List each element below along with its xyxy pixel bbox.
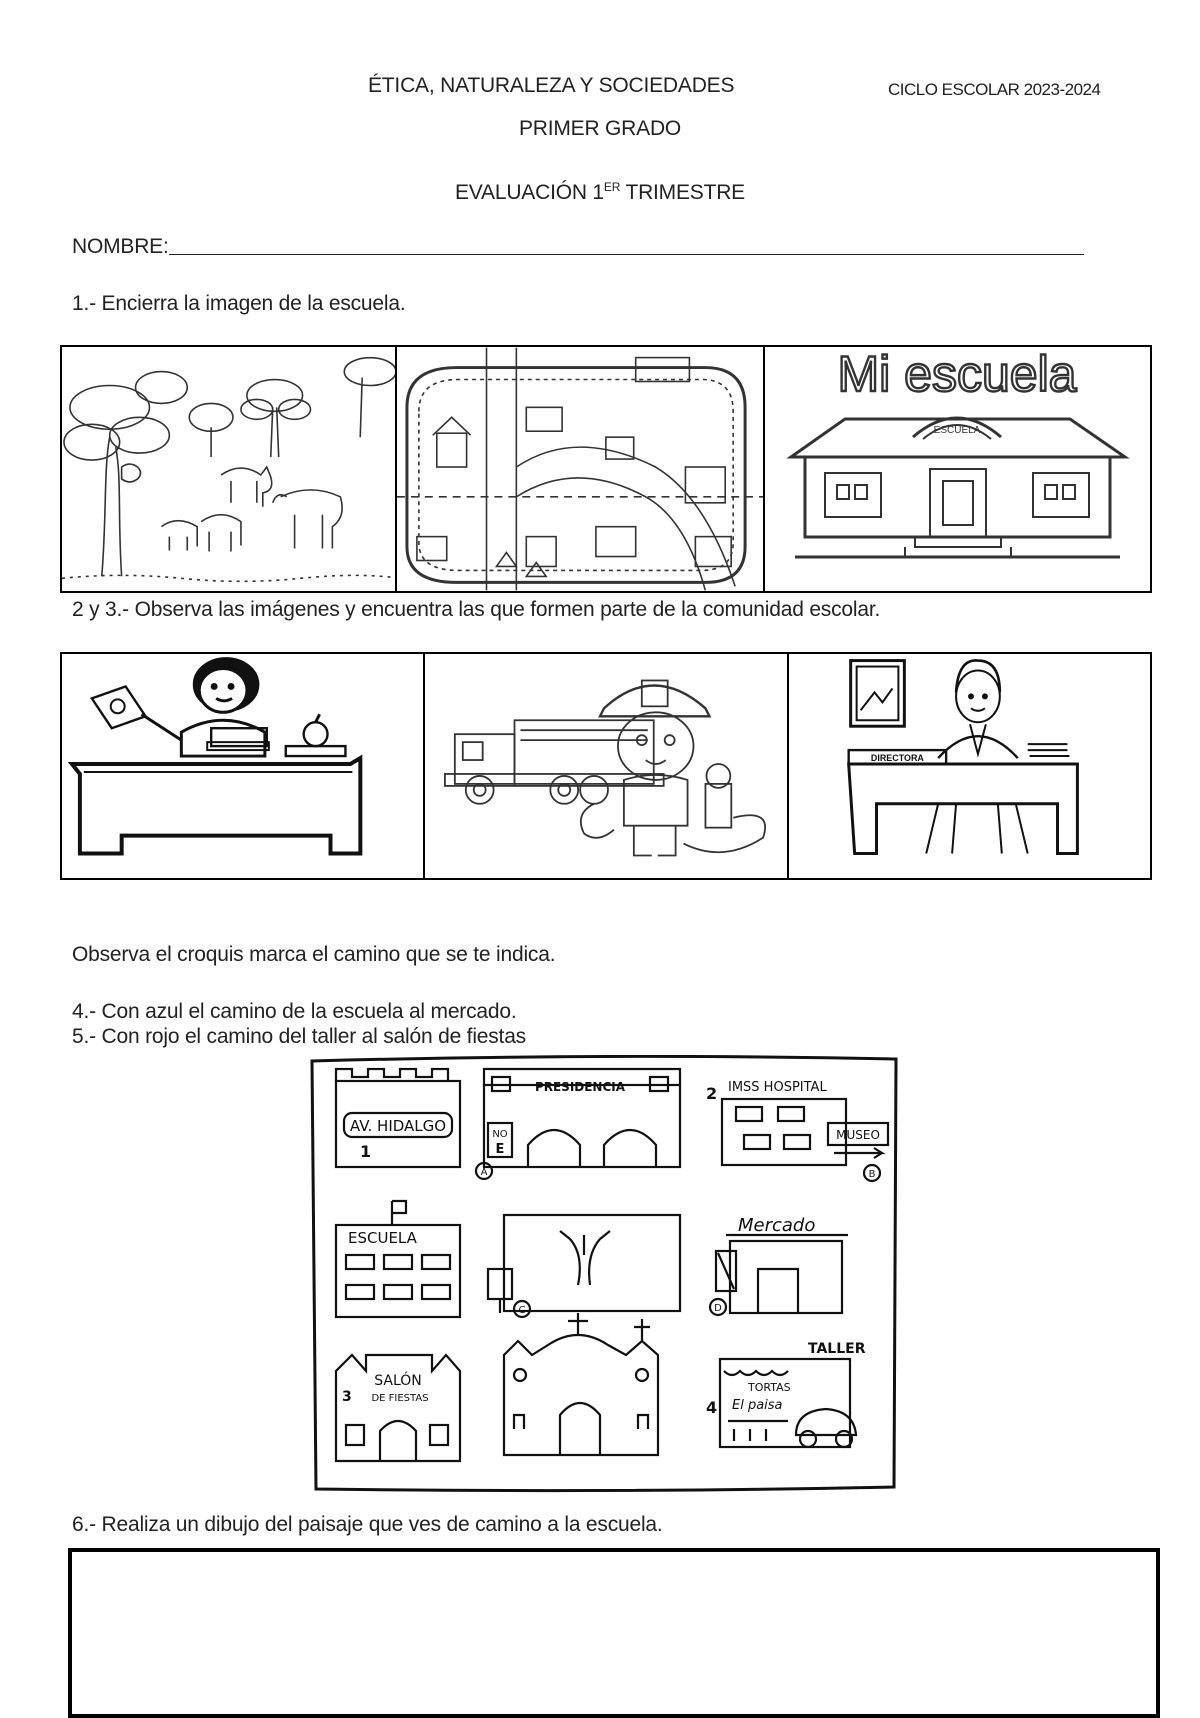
evaluation-prefix: EVALUACIÓN 1 bbox=[454, 181, 604, 204]
teacher-image[interactable] bbox=[62, 654, 425, 878]
taller-tortas-building: TALLER TORTAS El paisa 4 bbox=[706, 1341, 866, 1449]
mercado-building: Mercado D bbox=[708, 1215, 848, 1317]
school-building-icon: Mi escuela ESCUELA bbox=[786, 347, 1130, 559]
taller-label: TALLER bbox=[808, 1341, 866, 1357]
directora-sign: DIRECTORA bbox=[871, 753, 925, 763]
av-hidalgo-building: AV. HIDALGO 1 bbox=[334, 1067, 462, 1169]
question-5-prompt: 5.- Con rojo el camino del taller al sal… bbox=[72, 1025, 526, 1048]
question-1-image-row: Mi escuela ESCUELA bbox=[60, 345, 1152, 593]
evaluation-suffix: TRIMESTRE bbox=[620, 181, 745, 204]
town-map-drawing: AV. HIDALGO 1 PRESIDENCIA NO E A 2 IMSS … bbox=[310, 1055, 898, 1493]
name-label: NOMBRE: bbox=[72, 235, 169, 258]
museo-label: MUSEO bbox=[836, 1128, 880, 1142]
countryside-farm-icon bbox=[62, 356, 395, 583]
marker-2: 2 bbox=[706, 1084, 717, 1103]
salon-de-fiestas-building: SALÓN DE FIESTAS 3 bbox=[334, 1353, 462, 1463]
marker-1: 1 bbox=[360, 1142, 371, 1161]
hospital-building: 2 IMSS HOSPITAL MUSEO B bbox=[706, 1080, 890, 1183]
school-image[interactable]: Mi escuela ESCUELA bbox=[765, 347, 1150, 591]
question-2-3-prompt: 2 y 3.- Observa las imágenes y encuentra… bbox=[72, 598, 881, 621]
city-map-image[interactable] bbox=[397, 347, 765, 591]
grade-title: PRIMER GRADO bbox=[518, 117, 682, 140]
principal-at-desk-icon: DIRECTORA bbox=[847, 659, 1079, 856]
subject-title: ÉTICA, NATURALEZA Y SOCIEDADES bbox=[368, 74, 735, 97]
school-cycle: CICLO ESCOLAR 2023-2024 bbox=[888, 80, 1101, 99]
tortas-label-line1: TORTAS bbox=[747, 1381, 791, 1394]
principal-image[interactable]: DIRECTORA bbox=[789, 654, 1150, 878]
name-input-line[interactable] bbox=[168, 234, 1084, 255]
name-row: NOMBRE: bbox=[72, 234, 1084, 259]
marker-4: 4 bbox=[706, 1398, 717, 1417]
drawing-area[interactable] bbox=[68, 1548, 1160, 1718]
town-sketch-map[interactable]: AV. HIDALGO 1 PRESIDENCIA NO E A 2 IMSS … bbox=[308, 1055, 900, 1495]
question-1-prompt: 1.- Encierra la imagen de la escuela. bbox=[72, 292, 406, 315]
mercado-label: Mercado bbox=[738, 1215, 815, 1236]
marker-b: B bbox=[869, 1169, 876, 1180]
school-image-title: Mi escuela bbox=[838, 347, 1077, 402]
no-sign-text: NO bbox=[492, 1129, 507, 1140]
question-6-prompt: 6.- Realiza un dibujo del paisaje que ve… bbox=[72, 1513, 663, 1536]
hospital-label: IMSS HOSPITAL bbox=[728, 1080, 827, 1095]
no-sign-letter: E bbox=[496, 1142, 505, 1157]
salon-label-line1: SALÓN bbox=[374, 1371, 422, 1389]
park-area: C bbox=[486, 1213, 682, 1319]
evaluation-superscript: ER bbox=[603, 180, 621, 194]
tortas-label-line2: El paisa bbox=[732, 1398, 783, 1413]
church-building bbox=[502, 1313, 660, 1457]
marker-a: A bbox=[481, 1167, 488, 1178]
firefighter-image[interactable] bbox=[425, 654, 789, 878]
escuela-building: ESCUELA bbox=[334, 1199, 462, 1319]
escuela-label: ESCUELA bbox=[348, 1229, 418, 1247]
school-sign-text: ESCUELA bbox=[934, 425, 981, 436]
countryside-image[interactable] bbox=[62, 347, 397, 591]
map-intro: Observa el croquis marca el camino que s… bbox=[72, 943, 556, 966]
teacher-at-desk-icon bbox=[67, 657, 363, 856]
presidencia-label: PRESIDENCIA bbox=[535, 1080, 626, 1094]
presidencia-building: PRESIDENCIA NO E A bbox=[474, 1067, 682, 1181]
marker-3: 3 bbox=[342, 1389, 352, 1405]
marker-d: D bbox=[714, 1303, 722, 1314]
evaluation-title: EVALUACIÓN 1ER TRIMESTRE bbox=[0, 175, 1200, 205]
firefighter-truck-icon bbox=[443, 679, 766, 857]
question-2-3-image-row: DIRECTORA bbox=[60, 652, 1152, 880]
av-hidalgo-label: AV. HIDALGO bbox=[350, 1117, 446, 1135]
city-map-icon bbox=[397, 347, 763, 591]
question-4-prompt: 4.- Con azul el camino de la escuela al … bbox=[72, 1000, 517, 1023]
marker-c: C bbox=[519, 1305, 526, 1316]
salon-label-line2: DE FIESTAS bbox=[371, 1393, 428, 1404]
